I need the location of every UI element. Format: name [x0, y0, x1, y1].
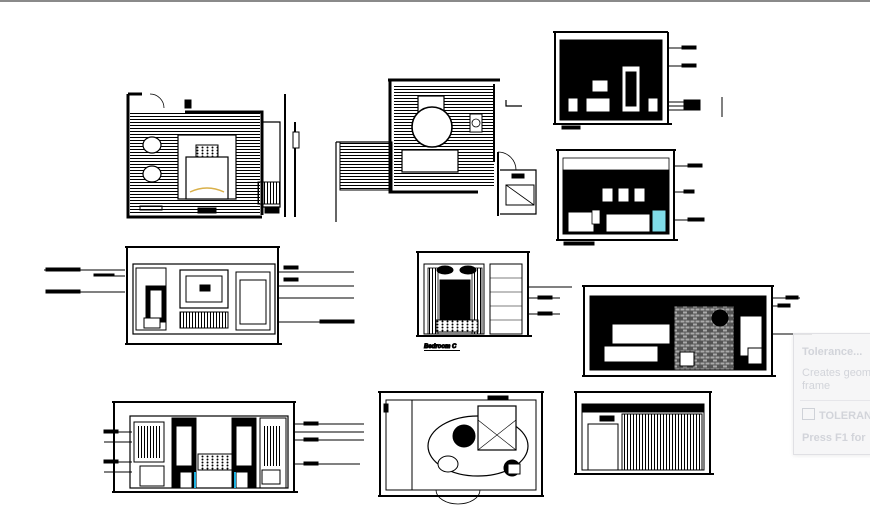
tooltip-description-line2: frame — [802, 380, 831, 392]
wall-elevation-panelled — [44, 246, 355, 345]
command-tooltip: Tolerance... Creates geom frame TOLERAN … — [793, 333, 870, 455]
bedroom-floor-plan-c — [378, 391, 544, 505]
wall-elevation-brick — [582, 285, 812, 377]
wall-elevation-frames — [556, 149, 705, 246]
tooltip-command-name: TOLERAN — [819, 410, 870, 422]
tooltip-command: TOLERAN — [802, 408, 870, 422]
command-line-icon — [802, 408, 815, 420]
wall-elevation-bed — [103, 401, 364, 493]
wall-elevation-bedroom-c: Bedroom C — [416, 251, 572, 351]
tooltip-title: Tolerance... — [802, 346, 863, 358]
tooltip-divider — [800, 400, 870, 401]
wall-elevation-tv — [553, 31, 723, 130]
tooltip-help: Press F1 for — [802, 432, 866, 444]
window-top-border — [0, 0, 870, 2]
bedroom-floor-plan-b — [335, 78, 537, 222]
tooltip-description: Creates geom frame — [802, 367, 870, 393]
bedroom-floor-plan-a — [126, 92, 300, 219]
wall-elevation-wardrobe — [574, 391, 714, 475]
tooltip-description-line1: Creates geom — [802, 367, 870, 379]
label-bedroom-c: Bedroom C — [424, 344, 457, 350]
